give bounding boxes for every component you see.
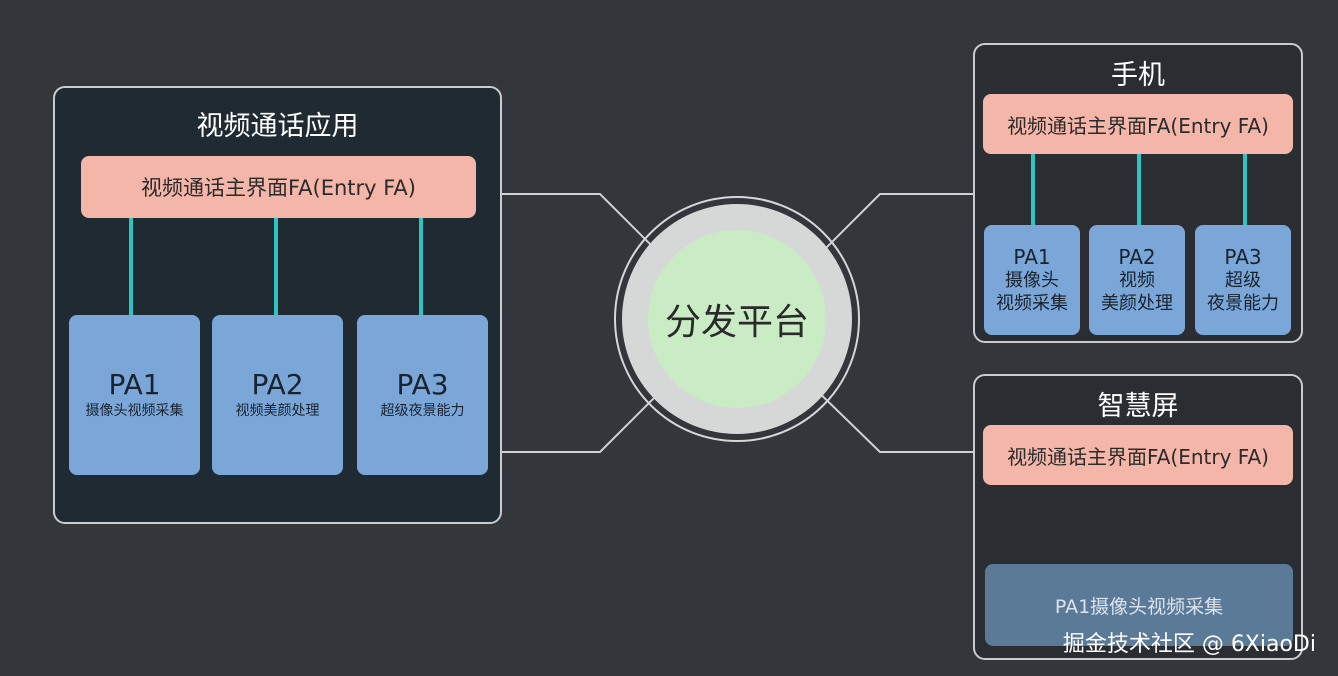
app-link-pa2	[274, 218, 278, 315]
pa-desc-line2: 视频采集	[996, 293, 1068, 314]
phone-pa2: PA2 视频 美颜处理	[1089, 225, 1185, 335]
app-pa2: PA2 视频美颜处理	[212, 315, 343, 475]
smart-screen-panel: 智慧屏 视频通话主界面FA(Entry FA) PA1摄像头视频采集	[973, 374, 1303, 660]
app-link-pa3	[419, 218, 423, 315]
phone-panel: 手机 视频通话主界面FA(Entry FA) PA1 摄像头 视频采集 PA2 …	[973, 43, 1303, 343]
pa-name: PA3	[396, 368, 449, 401]
phone-link-pa2	[1137, 154, 1141, 225]
tv-pa1: PA1摄像头视频采集	[985, 564, 1293, 646]
pa-desc-line1: 超级	[1225, 270, 1261, 291]
pa-desc: 超级夜景能力	[380, 403, 465, 419]
pa-name: PA1	[1013, 245, 1051, 269]
watermark: 掘金技术社区 @ 6XiaoDi	[1062, 632, 1316, 657]
connector-phone	[811, 193, 973, 263]
pa-desc-line1: 摄像头	[1005, 270, 1059, 291]
pa-name: PA3	[1224, 245, 1262, 269]
tv-entry-fa: 视频通话主界面FA(Entry FA)	[983, 425, 1293, 485]
pa-desc: 视频美颜处理	[235, 403, 320, 419]
pa-name: PA1	[108, 368, 161, 401]
phone-pa3: PA3 超级 夜景能力	[1195, 225, 1291, 335]
pa-desc: 摄像头视频采集	[85, 403, 184, 419]
app-pa3: PA3 超级夜景能力	[357, 315, 488, 475]
tv-panel-title: 智慧屏	[1097, 391, 1179, 422]
distribution-platform-hub: 分发平台	[648, 230, 826, 408]
app-link-pa1	[129, 218, 133, 315]
phone-pa1: PA1 摄像头 视频采集	[984, 225, 1080, 335]
app-pa1: PA1 摄像头视频采集	[69, 315, 200, 475]
phone-entry-fa: 视频通话主界面FA(Entry FA)	[983, 94, 1293, 154]
pa-desc-line2: 美颜处理	[1101, 293, 1173, 314]
connector-tv	[805, 379, 973, 453]
connector-app-bottom	[502, 383, 669, 453]
pa-name: PA2	[1118, 245, 1156, 269]
phone-link-pa3	[1243, 154, 1247, 225]
app-panel-title: 视频通话应用	[196, 111, 359, 142]
app-entry-fa: 视频通话主界面FA(Entry FA)	[81, 156, 476, 218]
video-call-app-panel: 视频通话应用 视频通话主界面FA(Entry FA) PA1 摄像头视频采集 P…	[53, 86, 502, 524]
pa-name: PA2	[251, 368, 304, 401]
pa-desc-line1: 视频	[1119, 270, 1155, 291]
pa-desc-line2: 夜景能力	[1207, 293, 1279, 314]
phone-link-pa1	[1031, 154, 1035, 225]
hub-outer-ring	[614, 196, 860, 442]
phone-panel-title: 手机	[1111, 60, 1165, 91]
